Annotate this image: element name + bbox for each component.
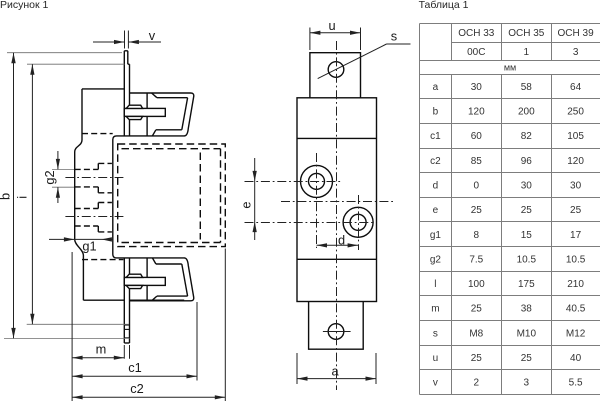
svg-text:m: m: [96, 342, 107, 357]
svg-text:a: a: [331, 364, 339, 379]
svg-text:64: 64: [570, 82, 582, 93]
svg-text:175: 175: [518, 279, 535, 290]
svg-text:5.5: 5.5: [569, 378, 583, 389]
svg-text:3: 3: [524, 378, 530, 389]
svg-text:25: 25: [471, 304, 483, 315]
svg-text:c2: c2: [130, 381, 144, 396]
svg-text:25: 25: [521, 353, 533, 364]
svg-text:1: 1: [524, 47, 530, 58]
svg-text:b: b: [433, 107, 439, 118]
svg-text:82: 82: [521, 131, 533, 142]
svg-text:l: l: [434, 279, 436, 290]
svg-text:120: 120: [468, 107, 485, 118]
svg-text:30: 30: [521, 181, 533, 192]
svg-text:M12: M12: [566, 328, 586, 339]
svg-text:c1: c1: [128, 360, 142, 375]
svg-text:v: v: [149, 28, 156, 43]
svg-text:40.5: 40.5: [566, 304, 586, 315]
svg-text:g1: g1: [82, 239, 96, 254]
svg-text:u: u: [433, 353, 439, 364]
svg-text:58: 58: [521, 82, 533, 93]
svg-text:25: 25: [471, 205, 483, 216]
svg-text:8: 8: [474, 230, 480, 241]
svg-text:38: 38: [521, 304, 533, 315]
svg-text:200: 200: [518, 107, 535, 118]
svg-text:ОСН 33: ОСН 33: [458, 28, 495, 39]
svg-text:25: 25: [471, 353, 483, 364]
svg-text:00C: 00C: [467, 47, 485, 58]
svg-text:g2: g2: [430, 254, 442, 265]
svg-text:v: v: [433, 378, 438, 389]
svg-text:g1: g1: [430, 230, 442, 241]
svg-text:30: 30: [471, 82, 483, 93]
svg-text:a: a: [433, 82, 439, 93]
svg-text:100: 100: [468, 279, 485, 290]
svg-text:120: 120: [567, 156, 584, 167]
svg-text:M8: M8: [469, 328, 483, 339]
svg-text:7.5: 7.5: [469, 254, 483, 265]
svg-text:0: 0: [474, 181, 480, 192]
svg-text:10.5: 10.5: [517, 254, 537, 265]
svg-text:96: 96: [521, 156, 533, 167]
svg-text:e: e: [239, 201, 254, 208]
svg-text:e: e: [433, 205, 439, 216]
svg-text:60: 60: [471, 131, 483, 142]
svg-text:c2: c2: [430, 156, 441, 167]
svg-text:85: 85: [471, 156, 483, 167]
svg-text:d: d: [338, 233, 345, 248]
svg-text:g2: g2: [42, 170, 57, 184]
svg-text:210: 210: [567, 279, 584, 290]
svg-text:25: 25: [521, 205, 533, 216]
svg-text:250: 250: [567, 107, 584, 118]
svg-text:мм: мм: [504, 63, 516, 73]
svg-text:3: 3: [573, 47, 579, 58]
svg-text:m: m: [431, 304, 439, 315]
svg-text:30: 30: [570, 181, 582, 192]
svg-text:15: 15: [521, 230, 533, 241]
svg-text:105: 105: [567, 131, 584, 142]
svg-text:ОСН 39: ОСН 39: [558, 28, 595, 39]
svg-text:s: s: [433, 328, 438, 339]
svg-text:c1: c1: [430, 131, 441, 142]
svg-text:u: u: [328, 18, 335, 33]
svg-text:17: 17: [570, 230, 582, 241]
svg-text:10.5: 10.5: [566, 254, 586, 265]
svg-text:d: d: [433, 181, 439, 192]
svg-text:b: b: [0, 193, 13, 200]
svg-text:s: s: [391, 28, 397, 43]
svg-text:25: 25: [570, 205, 582, 216]
svg-text:ОСН 35: ОСН 35: [508, 28, 545, 39]
svg-text:i: i: [14, 196, 29, 199]
svg-text:2: 2: [474, 378, 480, 389]
svg-text:M10: M10: [517, 328, 537, 339]
svg-text:40: 40: [570, 353, 582, 364]
